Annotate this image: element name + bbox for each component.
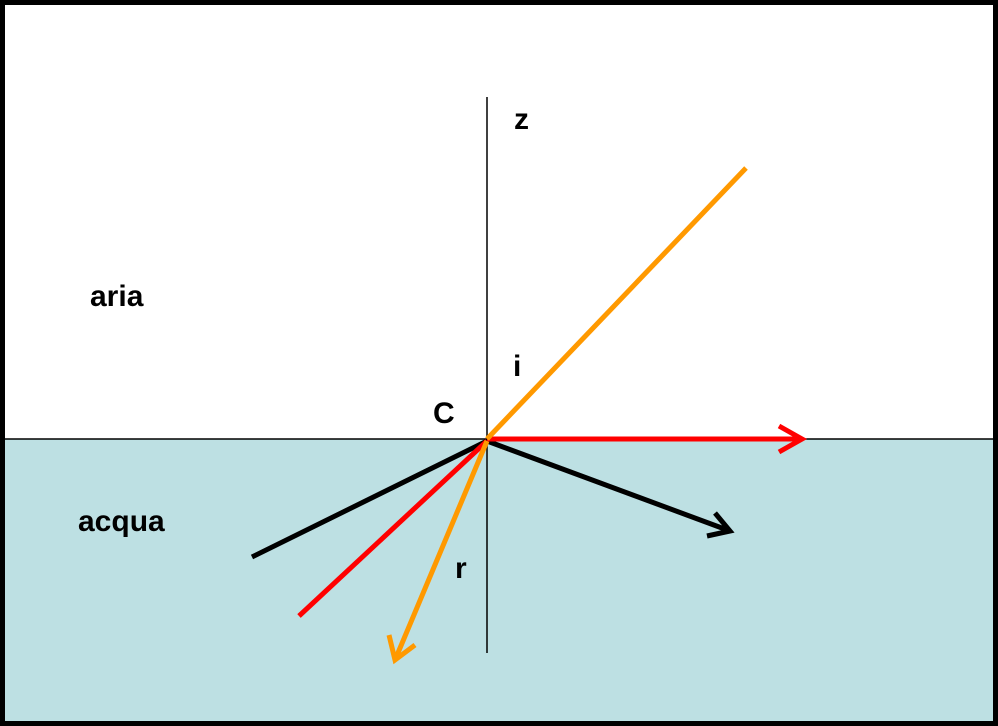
medium-label-aria: aria [90,280,144,313]
red-ray-arrowhead [777,423,808,455]
black-ray-lower-right [486,438,731,534]
red-ray-lower-left [297,439,489,618]
black-ray-lower-left [250,438,489,560]
medium-label-acqua: acqua [78,505,165,538]
refracted-ray [392,440,490,661]
refraction-angle-label: r [455,552,467,585]
black-ray-arrowhead [706,511,735,539]
refracted-ray-arrowhead [386,634,417,665]
axis-label-z: z [514,103,529,136]
incidence-angle-label: i [513,350,521,383]
water-region [3,439,995,723]
incident-ray [485,166,748,441]
point-label-c: C [433,397,455,430]
